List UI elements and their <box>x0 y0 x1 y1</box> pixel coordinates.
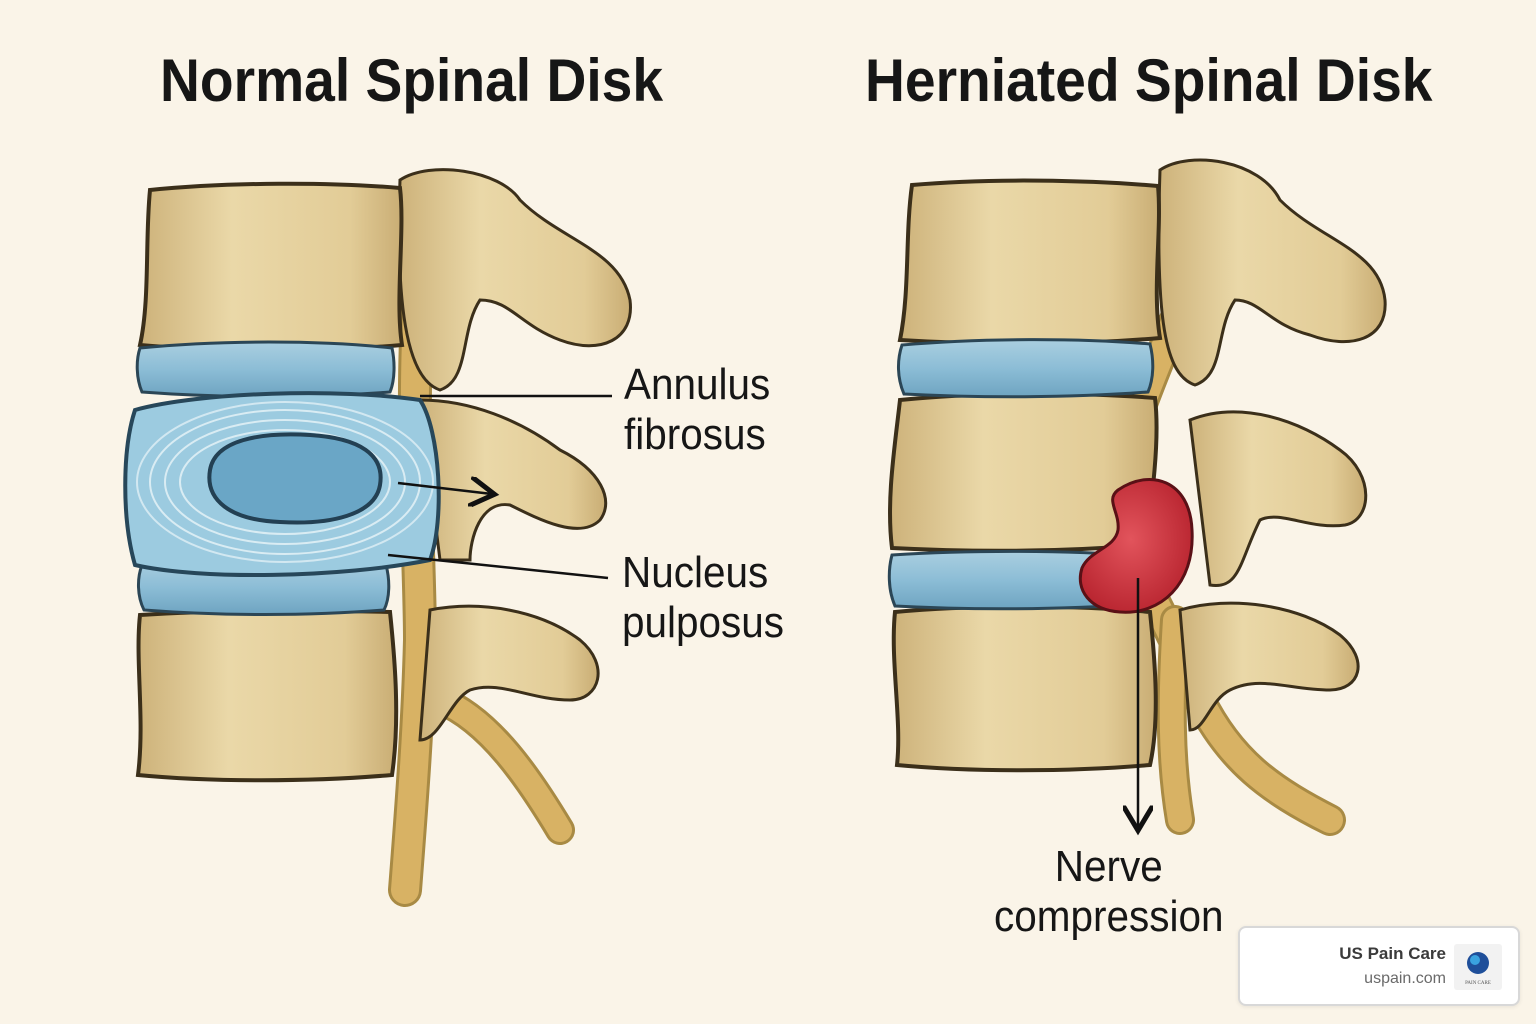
spinous-process-top <box>1157 158 1387 387</box>
disk-herniation <box>1078 477 1194 614</box>
spinous-process-low <box>1178 601 1360 732</box>
title-herniated: Herniated Spinal Disk <box>865 47 1433 114</box>
label-nucleus-line1: Nucleus <box>622 548 769 597</box>
vertebra-upper <box>137 181 405 353</box>
label-annulus-line2: fibrosus <box>624 410 766 459</box>
badge-brand-name: US Pain Care <box>1339 944 1446 963</box>
nucleus-leader-line <box>387 553 609 580</box>
label-nerve-line1: Nerve <box>1054 842 1163 891</box>
spinous-process-low <box>418 604 600 742</box>
source-badge[interactable]: US Pain Care uspain.com PAIN CARE <box>1238 926 1520 1006</box>
badge-url[interactable]: uspain.com <box>1364 970 1446 987</box>
normal-spine-drawing <box>123 168 632 907</box>
herniated-spine-drawing <box>887 158 1387 836</box>
label-nerve-compression: Nerve compression <box>980 842 1238 942</box>
disk-upper <box>135 340 396 398</box>
brand-logo-icon: PAIN CARE <box>1454 944 1502 990</box>
vertebra-upper <box>897 178 1163 346</box>
label-annulus-line1: Annulus <box>624 360 771 409</box>
label-annulus-fibrosus: Annulus fibrosus <box>624 360 770 460</box>
vertebra-lower <box>135 608 399 783</box>
disk-upper <box>897 338 1155 399</box>
spinous-process-mid <box>418 398 608 562</box>
vertebra-lower <box>891 604 1158 773</box>
title-normal: Normal Spinal Disk <box>160 47 664 114</box>
label-nucleus-line2: pulposus <box>622 598 785 647</box>
nucleus-pulposus <box>207 432 383 525</box>
label-nerve-line2: compression <box>994 892 1224 941</box>
spinous-process-mid <box>1188 410 1368 588</box>
spinous-process-top <box>397 168 632 392</box>
vertebra-middle <box>888 391 1159 553</box>
badge-logo-text: PAIN CARE <box>1465 981 1491 986</box>
nucleus-arrow <box>397 483 492 494</box>
label-nucleus-pulposus: Nucleus pulposus <box>622 548 784 648</box>
